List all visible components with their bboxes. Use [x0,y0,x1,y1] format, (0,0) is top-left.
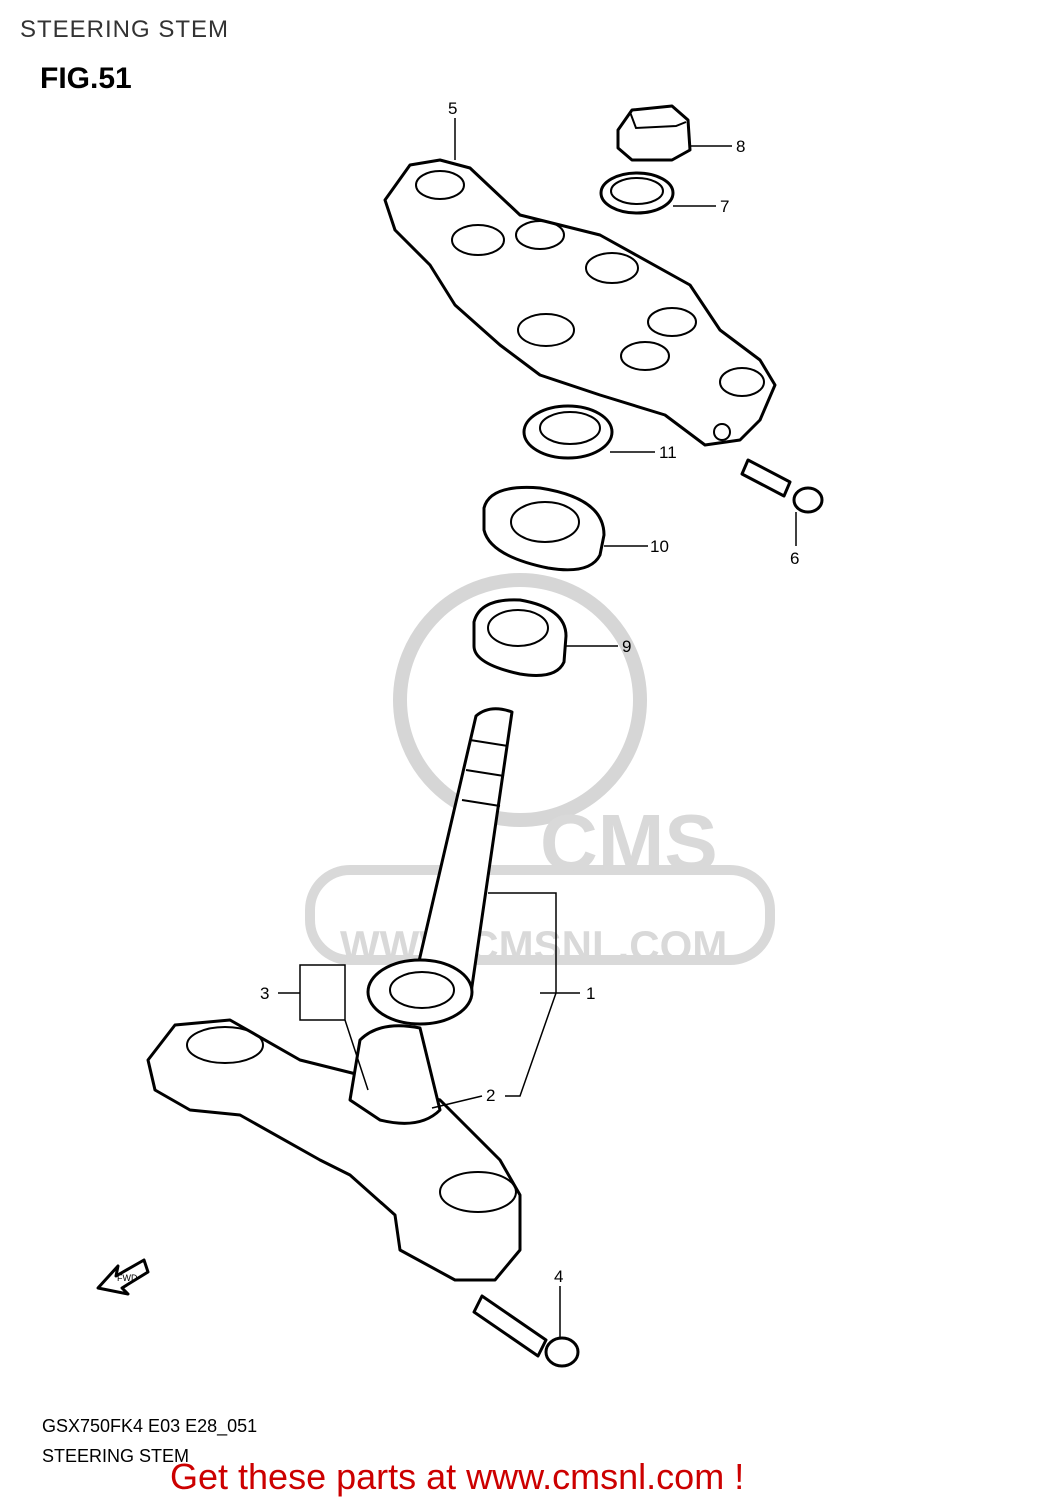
callout-7: 7 [720,197,729,216]
part-1-steering-stem [146,707,522,1282]
part-8-cap-nut [616,104,692,162]
callout-6: 6 [790,549,799,568]
callout-3: 3 [260,984,269,1003]
part-10-dust-seal [482,485,606,572]
part-3-seal [366,958,474,1026]
part-6-bolt [740,458,824,514]
fwd-arrow-icon: FWD [96,1258,150,1296]
callout-10: 10 [650,537,669,556]
callout-11: 11 [659,443,677,462]
part-4-bolt [472,1294,580,1368]
fwd-label: FWD [117,1273,138,1283]
diagram-code: GSX750FK4 E03 E28_051 [42,1416,258,1436]
figure-label: FIG.51 [40,62,132,95]
diagram-name: STEERING STEM [42,1446,190,1466]
leader-lines [278,118,797,1338]
callout-5: 5 [448,99,457,118]
callout-2: 2 [486,1086,495,1105]
callout-8: 8 [736,137,745,156]
get-parts-link[interactable]: Get these parts at www.cmsnl.com ! [170,1456,745,1497]
part-11-steering-nut [522,404,614,460]
callout-9: 9 [622,637,631,656]
part-5-upper-bracket [383,158,777,447]
part-9-bearing [472,598,568,677]
part-callouts: 5 8 7 11 6 10 9 1 3 2 4 [260,99,799,1286]
callout-1: 1 [586,984,595,1003]
part-7-washer [599,171,675,215]
watermark-brand: CMS [540,798,718,887]
callout-4: 4 [554,1267,563,1286]
page-title: STEERING STEM [20,16,230,43]
